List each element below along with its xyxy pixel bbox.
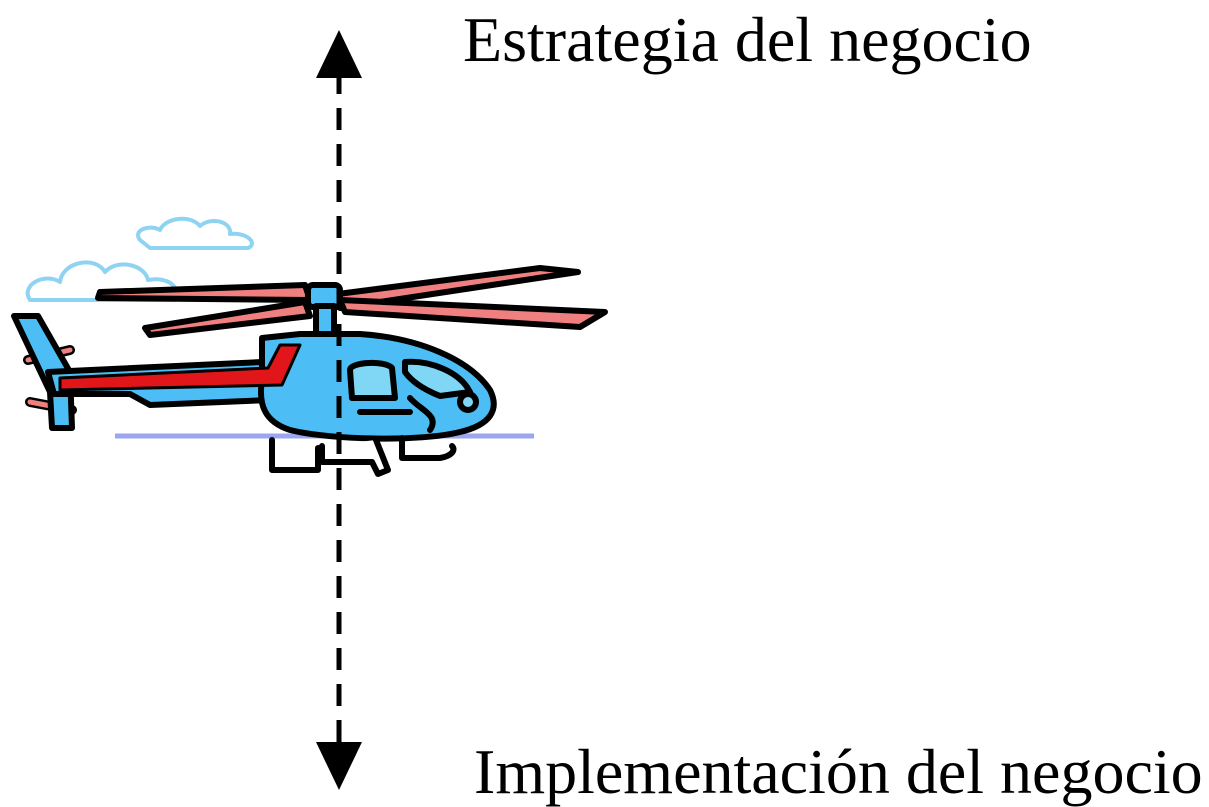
landing-skid-front bbox=[319, 437, 391, 477]
landing-skid-back bbox=[269, 437, 321, 473]
implementation-label: Implementación del negocio bbox=[474, 736, 1203, 807]
arrow-head-up bbox=[316, 30, 362, 78]
helicopter-illustration bbox=[11, 265, 608, 477]
door-handle bbox=[357, 395, 436, 433]
cockpit-window-front bbox=[402, 358, 473, 399]
arrow-head-down bbox=[316, 742, 362, 790]
vertical-double-arrow bbox=[316, 30, 362, 790]
landing-skid-nose bbox=[399, 435, 457, 461]
rotor-blade-right-front bbox=[337, 297, 608, 330]
body-stripe bbox=[58, 343, 302, 392]
cockpit-window-side bbox=[347, 360, 398, 401]
rotor-blade-left-front bbox=[142, 299, 313, 338]
cloud-icon bbox=[25, 216, 254, 302]
tail-fin bbox=[11, 313, 75, 431]
strategy-label: Estrategia del negocio bbox=[463, 4, 1032, 75]
